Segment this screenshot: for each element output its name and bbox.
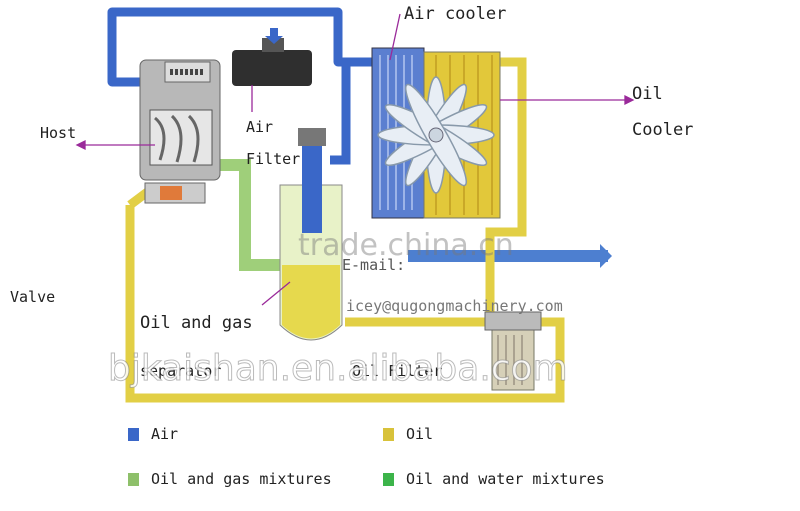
- label-separator: separator: [140, 362, 222, 380]
- label-email: E-mail:: [342, 256, 406, 274]
- legend-swatch-oil-gas: [128, 472, 139, 486]
- legend-item-oil-gas: Oil and gas mixtures: [128, 470, 332, 488]
- oil-pipe-right: [485, 57, 527, 322]
- label-host: Host: [40, 124, 77, 142]
- cooling-fan: [377, 76, 495, 194]
- label-air-filter-2: Filter: [246, 150, 301, 168]
- label-valve: Valve: [10, 288, 56, 306]
- legend-swatch-oil-water: [383, 472, 394, 486]
- watermark-alibaba: bjkaishan.en.alibaba.com: [108, 348, 569, 390]
- watermark-trade: trade.china.cn: [298, 228, 514, 263]
- air-outlet-pipe: [408, 250, 608, 262]
- callout-oil-gas: [261, 281, 291, 306]
- legend-label-oil-water: Oil and water mixtures: [406, 470, 605, 488]
- label-air-filter-1: Air: [246, 118, 274, 136]
- callout-air-cooler: [389, 13, 401, 61]
- label-oil-filter: Oil Filter: [352, 362, 443, 380]
- legend-swatch-air: [128, 427, 139, 441]
- legend-item-oil: Oil: [383, 425, 433, 443]
- label-oil-cooler-2: Cooler: [632, 120, 694, 140]
- label-email-address: icey@qugongmachinery.com: [346, 297, 563, 315]
- oil-pipe-loop: [125, 205, 565, 403]
- air-filter: [232, 50, 312, 86]
- legend-label-oil-gas: Oil and gas mixtures: [151, 470, 332, 488]
- air-outlet-arrow: [600, 244, 612, 268]
- legend-swatch-oil: [383, 427, 394, 441]
- mixture-pipe: [215, 159, 290, 271]
- legend-item-oil-water: Oil and water mixtures: [383, 470, 605, 488]
- air-pipe-to-cooler: [330, 57, 380, 165]
- label-air-cooler: Air cooler: [404, 4, 507, 24]
- legend-label-air: Air: [151, 425, 179, 443]
- legend-label-oil: Oil: [406, 425, 434, 443]
- legend-item-air: Air: [128, 425, 178, 443]
- label-oil-cooler-1: Oil: [632, 84, 663, 104]
- label-oil-and-gas: Oil and gas: [140, 313, 253, 333]
